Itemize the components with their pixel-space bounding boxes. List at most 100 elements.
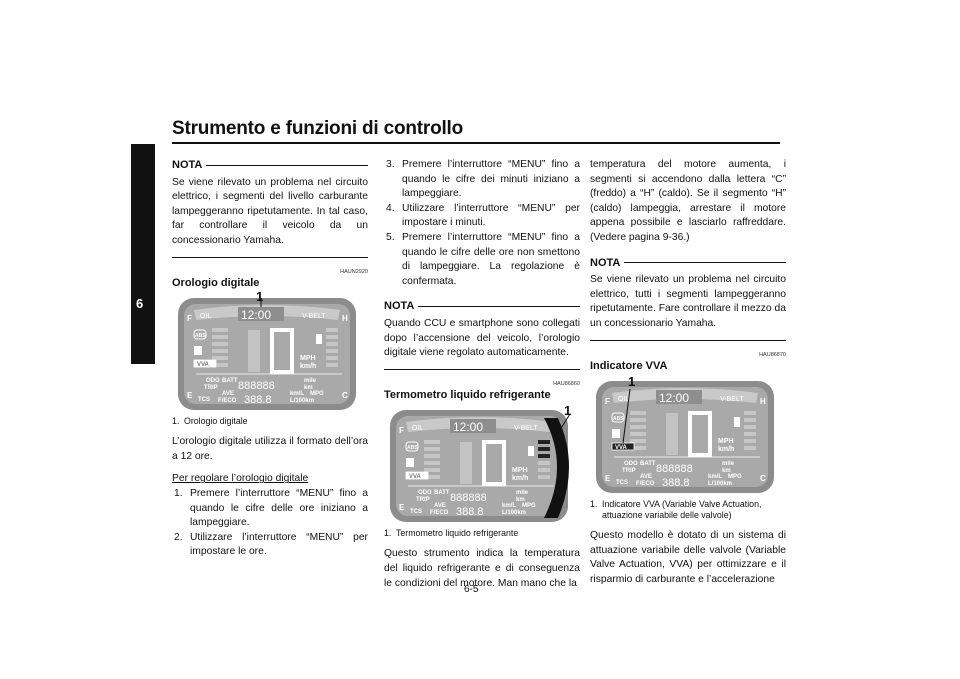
figure-callout: 1 [256,289,264,305]
speed-digit-outline [688,411,712,458]
figure-caption: 1.Orologio digitale [172,416,248,427]
clock-panel [238,307,284,322]
abs-frame [405,441,419,452]
vbelt-label: V-BELT [514,425,538,432]
clock-digits: 12:00 [241,308,271,322]
fuel-segment [212,356,228,361]
fuel-full-label: F [605,397,610,406]
vva-icon: VVA [615,445,628,451]
nota-label: NOTA [172,159,203,171]
nota-end-rule [384,368,580,370]
speed-digit-outline [270,328,294,375]
figure-callout: 1 [628,374,636,390]
nota-label: NOTA [384,300,415,313]
abs-icon: ABS [195,333,206,339]
speed-digit-outline [482,440,506,487]
column-3: temperatura del motore aumenta, i segmen… [590,158,786,588]
cluster-drawing: OILV-BELTFHEC12:00ABSMPHkm/hVVAODOTRIPBA… [390,410,571,523]
kml-label: km/L [290,391,304,397]
km-label: km [722,468,731,474]
fuel-segment [212,349,228,354]
fuel-empty-label: E [187,391,193,400]
abs-icon: ABS [613,416,624,422]
list-item: 5.Premere l’interruttore “MENU” fino a q… [386,231,580,287]
fuel-segment [630,432,646,437]
fuel-segment [212,363,228,368]
vva-icon: VVA [197,362,210,368]
temp-segment [744,411,756,416]
section-code: HAU86870 [759,351,786,358]
fuel-segment [630,411,646,416]
l100km-label: L/100km [502,510,526,516]
speed-digit-ghost [666,413,678,456]
list-item: 3.Premere l’interruttore “MENU” fino a q… [386,159,580,200]
fuel-segment [424,475,440,480]
nota-heading: NOTA [384,299,580,314]
clock-panel [450,419,496,434]
temp-gauge-highlight [544,418,569,519]
temp-segment [538,447,550,452]
figure-callout: 1 [564,403,572,419]
temp-segment [744,446,756,451]
fuel-segment [630,425,646,430]
fuel-segment [212,328,228,333]
clock-panel [656,390,702,405]
temp-cold-label: C [342,391,348,400]
l100km-label: L/100km [708,481,732,487]
mph-label: MPH [512,467,528,474]
fuel-full-label: F [399,426,404,435]
speed-digit-ghost [460,442,472,485]
temp-segment [326,335,338,340]
callout-leader [622,389,631,444]
mpg-label: MPG [728,474,742,480]
fuel-empty-label: E [399,503,405,512]
feco-label: F/ECO [430,510,449,516]
tcs-label: TCS [198,397,210,403]
temp-segment [744,439,756,444]
fuel-segment [212,342,228,347]
title-rule [172,142,780,144]
temp-segment [326,349,338,354]
thermometer-icon [316,334,322,345]
abs-frame [193,329,207,340]
mph-label: MPH [300,355,316,362]
kml-label: km/L [502,503,516,509]
odo-digits: 888888 [238,380,275,392]
vbelt-label: V-BELT [720,396,744,403]
oil-label: OIL [412,425,423,432]
nota-text: Quando CCU e smartphone sono collegati d… [384,317,580,359]
nota-label: NOTA [590,256,621,269]
page-title: Strumento e funzioni di controllo [172,118,464,139]
ave-digits: 388.8 [456,506,484,518]
fuel-segment [630,446,646,451]
nota-end-rule [172,256,368,258]
section-code: HAUN2920 [340,268,368,275]
steps-list: 1.Premere l’interruttore “MENU” fino a q… [172,487,368,560]
fuel-segment [424,461,440,466]
fuel-segment [424,440,440,445]
callout-leader [555,414,571,437]
temp-segment [538,454,550,459]
fuel-full-label: F [187,314,192,323]
temp-segment [744,432,756,437]
nota-text: Se viene rilevato un problema nel circui… [172,176,368,246]
temp-hot-label: H [342,314,348,323]
page-number: 6-5 [464,584,479,595]
vva-icon: VVA [409,474,422,480]
fuel-segment [424,454,440,459]
mpg-label: MPG [310,391,324,397]
fuel-pump-icon [194,346,202,356]
kmh-label: km/h [718,446,734,453]
list-item: 4.Utilizzare l’interruttore “MENU” per i… [386,202,580,229]
temp-segment [538,440,550,445]
list-item: 2.Utilizzare l’interruttore “MENU” per i… [174,531,368,558]
batt-label: BATT [222,378,238,384]
temperature-text: Questo strumento indica la temperatura d… [384,548,580,589]
batt-label: BATT [434,490,450,496]
l100km-label: L/100km [290,398,314,404]
mile-label: mile [722,461,735,467]
fuel-segment [630,439,646,444]
